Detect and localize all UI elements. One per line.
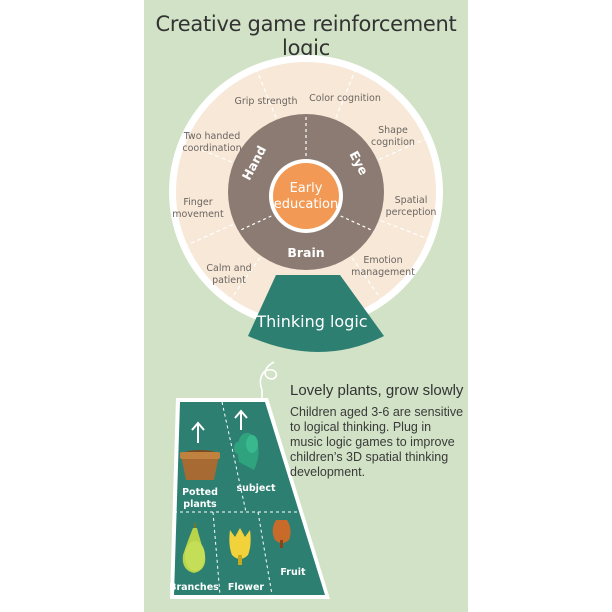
ring-divider — [230, 257, 261, 299]
card-divider — [257, 511, 273, 596]
outer-ring-label: perception — [386, 207, 437, 218]
core-label-line1: Early — [290, 181, 323, 196]
card-divider — [212, 511, 221, 596]
ring-divider — [380, 220, 428, 240]
ring-divider — [186, 223, 234, 246]
outer-ring-label: Emotion — [363, 255, 402, 266]
card — [174, 402, 325, 595]
core-circle — [273, 163, 339, 229]
ring-divider — [378, 138, 426, 161]
outer-ring-label: Shape — [378, 125, 408, 136]
thinking-logic-tab — [248, 275, 384, 352]
card-divider — [221, 401, 247, 513]
ring-divider — [351, 257, 382, 299]
inner-label-brain: Brain — [287, 245, 324, 260]
outer-ring-label: management — [351, 267, 415, 278]
outer-ring-label: Grip strength — [235, 96, 298, 107]
outer-ring-label: Color cognition — [309, 93, 381, 104]
inner-divider — [340, 215, 374, 232]
outer-ring-label: Finger — [183, 197, 212, 208]
flower-pot-icon — [180, 450, 220, 480]
pear-icon — [182, 523, 206, 573]
card-cell-label: subject — [236, 483, 276, 494]
outer-ring-label: Spatial — [395, 195, 428, 206]
outer-ring-label: movement — [172, 209, 224, 220]
outer-ring-label: Two handed — [183, 131, 241, 142]
connector-swirl — [259, 361, 278, 400]
ring-divider — [335, 71, 356, 119]
inner-divider — [238, 215, 272, 232]
outer-ring-label: cognition — [371, 137, 415, 148]
page-title: Creative game reinforcement logic — [155, 12, 457, 60]
cactus-icon — [234, 432, 259, 470]
card-cell-label: Flower — [228, 582, 264, 593]
card-cell-label: plants — [183, 499, 217, 510]
card-cell-label: Branches — [169, 582, 219, 593]
card-cell-label: Fruit — [280, 567, 306, 578]
side-body: Children aged 3-6 are sensitive to logic… — [290, 405, 464, 479]
tulip-icon — [229, 528, 251, 565]
ring-divider — [256, 71, 277, 119]
thinking-logic-label: Thinking logic — [255, 312, 367, 331]
outer-ring-label: Calm and — [206, 263, 251, 274]
fruit-icon — [272, 520, 291, 548]
up-arrow-icon — [191, 421, 205, 443]
outer-ring-label: coordination — [182, 143, 241, 154]
outer-ring-label: patient — [212, 275, 246, 286]
ring-divider — [185, 142, 233, 163]
core-label-line2: education — [274, 197, 339, 212]
side-title: Lovely plants, grow slowly — [290, 382, 464, 399]
card-cell-label: Potted — [182, 487, 218, 498]
up-arrow-icon — [234, 409, 248, 430]
